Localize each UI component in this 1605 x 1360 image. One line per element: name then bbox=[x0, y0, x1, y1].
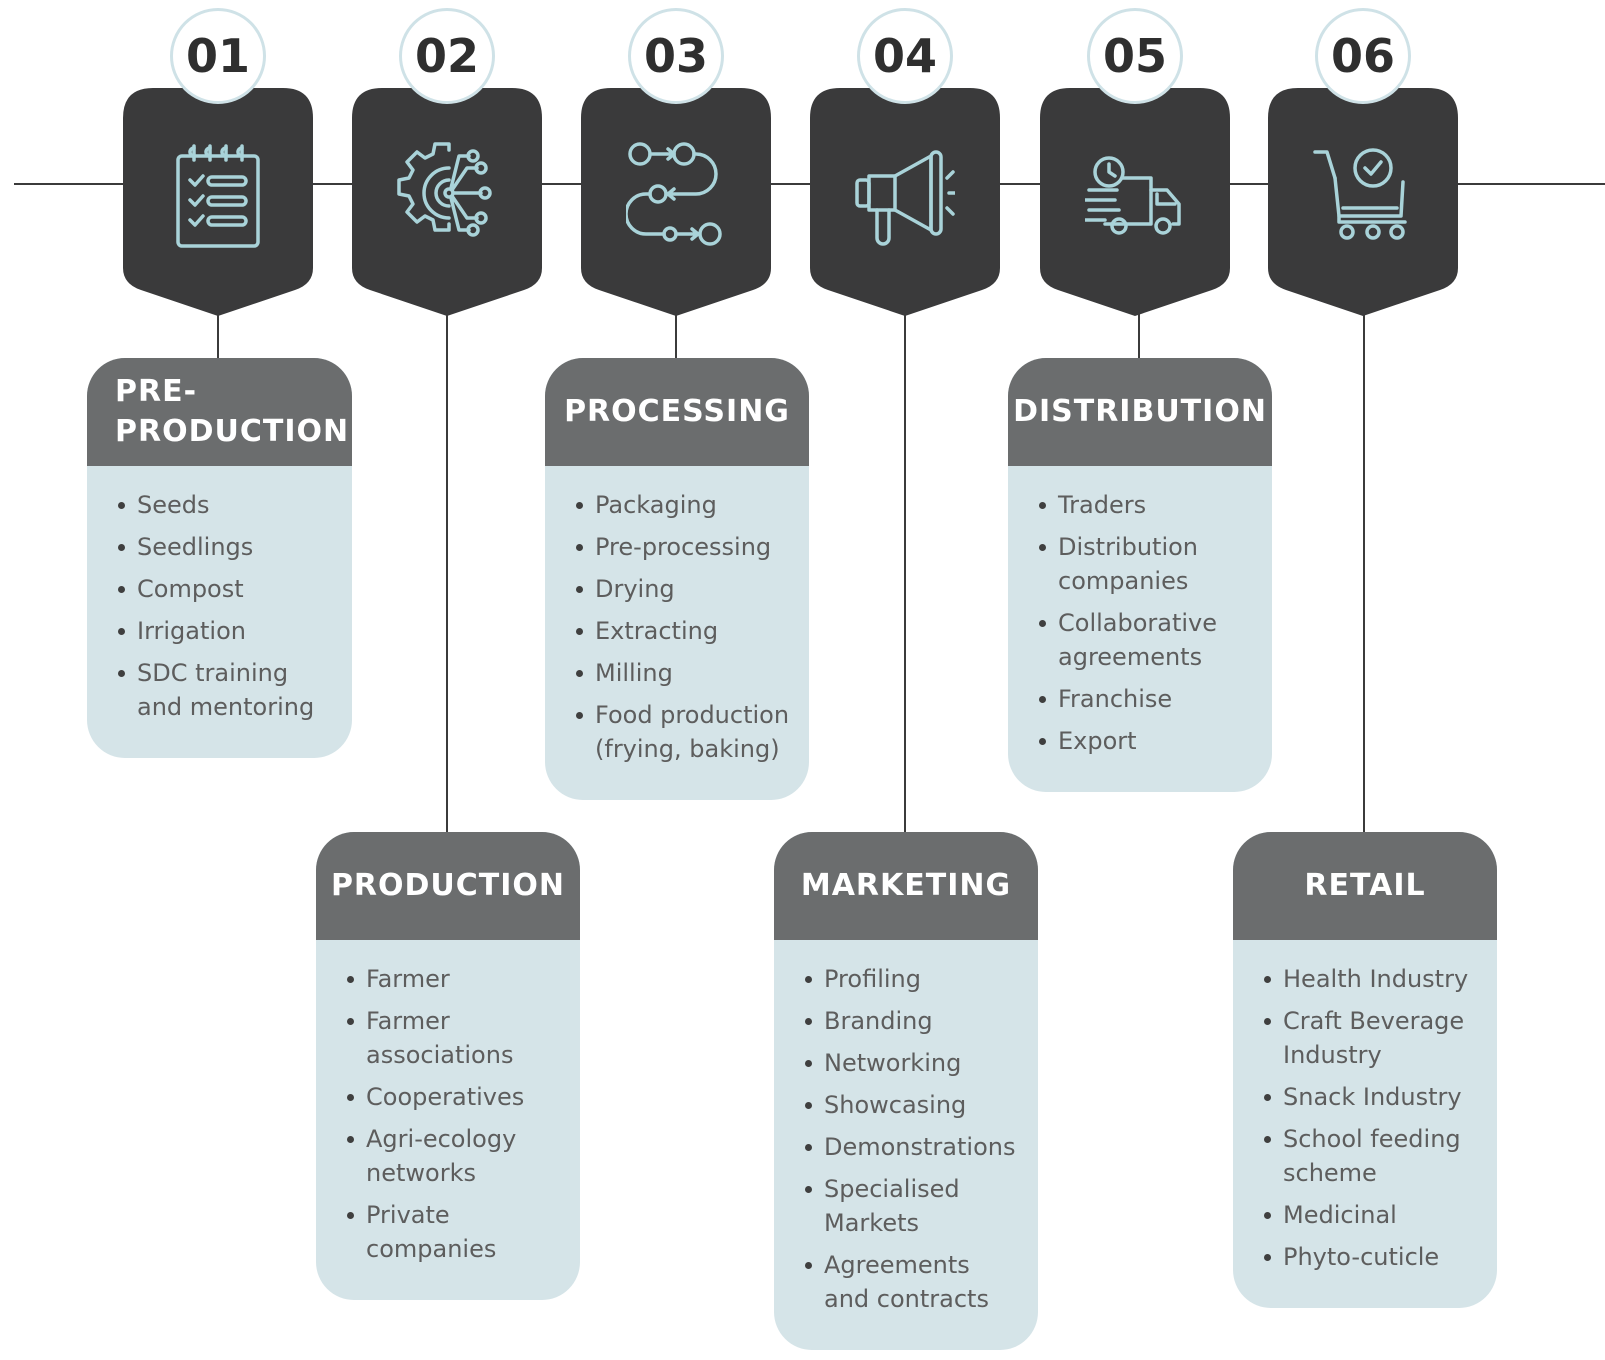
list-item: Seedlings bbox=[117, 530, 336, 564]
step-shield bbox=[581, 88, 771, 318]
step-05: 05 bbox=[1040, 8, 1230, 318]
card-title: DISTRIBUTION bbox=[1008, 358, 1272, 466]
list-item: Phyto-cuticle bbox=[1263, 1240, 1481, 1274]
card-list: Seeds Seedlings Compost Irrigation SDC t… bbox=[87, 466, 352, 758]
list-item: Farmer associations bbox=[346, 1004, 564, 1072]
card-title: PROCESSING bbox=[545, 358, 809, 466]
card-title: RETAIL bbox=[1233, 832, 1497, 940]
list-item: Packaging bbox=[575, 488, 793, 522]
megaphone-icon bbox=[855, 150, 955, 246]
step-number: 04 bbox=[857, 8, 953, 104]
checklist-icon bbox=[176, 144, 260, 248]
step-shield bbox=[123, 88, 313, 318]
card-title: MARKETING bbox=[774, 832, 1038, 940]
card-production: PRODUCTION Farmer Farmer associations Co… bbox=[316, 832, 580, 1300]
delivery-truck-icon bbox=[1085, 156, 1181, 235]
list-item: Profiling bbox=[804, 962, 1022, 996]
list-item: Franchise bbox=[1038, 682, 1256, 716]
gear-network-icon bbox=[397, 142, 492, 237]
shopping-cart-check-icon bbox=[1313, 148, 1407, 240]
connector-5 bbox=[1138, 300, 1140, 360]
card-title: PRODUCTION bbox=[316, 832, 580, 940]
step-06: 06 bbox=[1268, 8, 1458, 318]
list-item: Snack Industry bbox=[1263, 1080, 1481, 1114]
card-list: Health Industry Craft Beverage Industry … bbox=[1233, 940, 1497, 1308]
card-processing: PROCESSING Packaging Pre-processing Dryi… bbox=[545, 358, 809, 800]
card-title: PRE- PRODUCTION bbox=[87, 358, 352, 466]
list-item: Showcasing bbox=[804, 1088, 1022, 1122]
step-03: 03 bbox=[581, 8, 771, 318]
list-item: Medicinal bbox=[1263, 1198, 1481, 1232]
timeline-line bbox=[14, 183, 1605, 185]
list-item: Cooperatives bbox=[346, 1080, 564, 1114]
list-item: School feeding scheme bbox=[1263, 1122, 1481, 1190]
card-retail: RETAIL Health Industry Craft Beverage In… bbox=[1233, 832, 1497, 1308]
card-distribution: DISTRIBUTION Traders Distribution compan… bbox=[1008, 358, 1272, 792]
list-item: Drying bbox=[575, 572, 793, 606]
list-item: Demonstrations bbox=[804, 1130, 1022, 1164]
step-number: 03 bbox=[628, 8, 724, 104]
list-item: Health Industry bbox=[1263, 962, 1481, 996]
list-item: Private companies bbox=[346, 1198, 564, 1266]
list-item: Networking bbox=[804, 1046, 1022, 1080]
list-item: Agreements and contracts bbox=[804, 1248, 1022, 1316]
step-number: 05 bbox=[1087, 8, 1183, 104]
connector-2 bbox=[446, 300, 448, 835]
step-shield bbox=[1268, 88, 1458, 318]
list-item: Milling bbox=[575, 656, 793, 690]
step-shield bbox=[352, 88, 542, 318]
step-number: 06 bbox=[1315, 8, 1411, 104]
card-list: Farmer Farmer associations Cooperatives … bbox=[316, 940, 580, 1300]
step-shield bbox=[1040, 88, 1230, 318]
card-marketing: MARKETING Profiling Branding Networking … bbox=[774, 832, 1038, 1350]
card-list: Traders Distribution companies Collabora… bbox=[1008, 466, 1272, 792]
step-01: 01 bbox=[123, 8, 313, 318]
list-item: Food production (frying, baking) bbox=[575, 698, 793, 766]
card-list: Profiling Branding Networking Showcasing… bbox=[774, 940, 1038, 1350]
list-item: Extracting bbox=[575, 614, 793, 648]
step-number: 01 bbox=[170, 8, 266, 104]
list-item: Export bbox=[1038, 724, 1256, 758]
process-flow-icon bbox=[626, 142, 722, 246]
connector-1 bbox=[217, 300, 219, 360]
list-item: Farmer bbox=[346, 962, 564, 996]
card-list: Packaging Pre-processing Drying Extracti… bbox=[545, 466, 809, 800]
list-item: Craft Beverage Industry bbox=[1263, 1004, 1481, 1072]
list-item: Irrigation bbox=[117, 614, 336, 648]
list-item: Distribution companies bbox=[1038, 530, 1256, 598]
connector-6 bbox=[1363, 300, 1365, 835]
list-item: Collaborative agreements bbox=[1038, 606, 1256, 674]
list-item: Specialised Markets bbox=[804, 1172, 1022, 1240]
list-item: Branding bbox=[804, 1004, 1022, 1038]
list-item: Seeds bbox=[117, 488, 336, 522]
list-item: Pre-processing bbox=[575, 530, 793, 564]
step-02: 02 bbox=[352, 8, 542, 318]
connector-3 bbox=[675, 300, 677, 360]
list-item: Agri-ecology networks bbox=[346, 1122, 564, 1190]
step-04: 04 bbox=[810, 8, 1000, 318]
connector-4 bbox=[904, 300, 906, 835]
step-shield bbox=[810, 88, 1000, 318]
list-item: Traders bbox=[1038, 488, 1256, 522]
card-pre-production: PRE- PRODUCTION Seeds Seedlings Compost … bbox=[87, 358, 352, 758]
list-item: SDC training and mentoring bbox=[117, 656, 336, 724]
step-number: 02 bbox=[399, 8, 495, 104]
list-item: Compost bbox=[117, 572, 336, 606]
